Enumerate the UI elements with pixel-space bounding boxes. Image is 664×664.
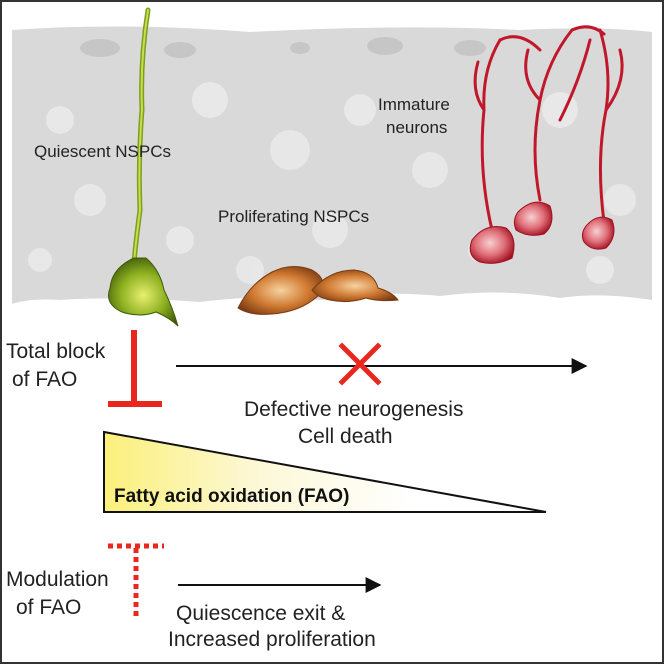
modulation-label-line1: Modulation [6,568,109,591]
fao-gradient-triangle [103,430,547,513]
proliferating-nspcs-label: Proliferating NSPCs [218,207,370,226]
modulation-outcome-line1: Quiescence exit & [176,602,346,625]
quiescent-nspc-cell [108,7,179,327]
immature-neurons-label-line2: neurons [386,118,448,137]
fao-gradient-label: Fatty acid oxidation (FAO) [114,486,350,507]
total-block-label-line2: of FAO [12,368,78,391]
immature-neuron-cells [473,25,624,232]
proliferating-nspc-cells [237,266,399,315]
modulation-label-line2: of FAO [16,596,82,619]
total-block-outcome-line1: Defective neurogenesis [244,398,464,421]
total-block-label-line1: Total block [6,340,106,363]
total-block-outcome-line2: Cell death [298,425,393,448]
modulation-inhibition-icon [108,543,164,620]
immature-neurons-label-line1: Immature [378,95,450,114]
tissue-background [12,26,652,304]
quiescent-nspcs-label: Quiescent NSPCs [34,142,171,161]
modulation-outcome-line2: Increased proliferation [168,628,376,651]
immature-neuron-somas [469,201,615,264]
inhibition-bar-icon [108,330,162,407]
cross-icon [338,342,382,386]
